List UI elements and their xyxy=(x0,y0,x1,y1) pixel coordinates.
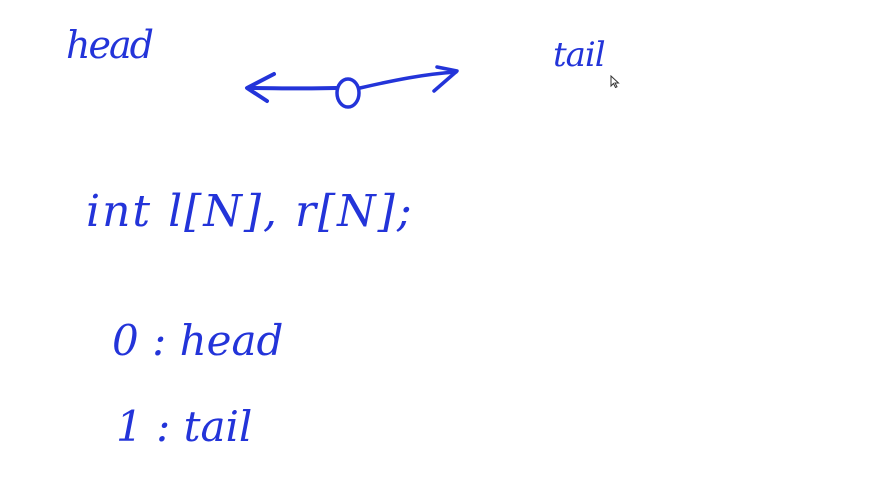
legend-item-tail: 1 : tail xyxy=(116,402,253,451)
mouse-pointer-icon xyxy=(610,75,620,89)
node-circle xyxy=(335,77,361,109)
double-arrow-node-diagram xyxy=(245,65,459,109)
right-arrowhead xyxy=(432,65,459,93)
tail-label: tail xyxy=(553,35,606,75)
legend-item-head: 0 : head xyxy=(112,316,284,365)
head-label: head xyxy=(66,23,154,67)
left-arrowhead xyxy=(245,72,276,103)
array-declaration: int l[N], r[N]; xyxy=(86,186,414,237)
right-arrow-line xyxy=(358,70,458,90)
